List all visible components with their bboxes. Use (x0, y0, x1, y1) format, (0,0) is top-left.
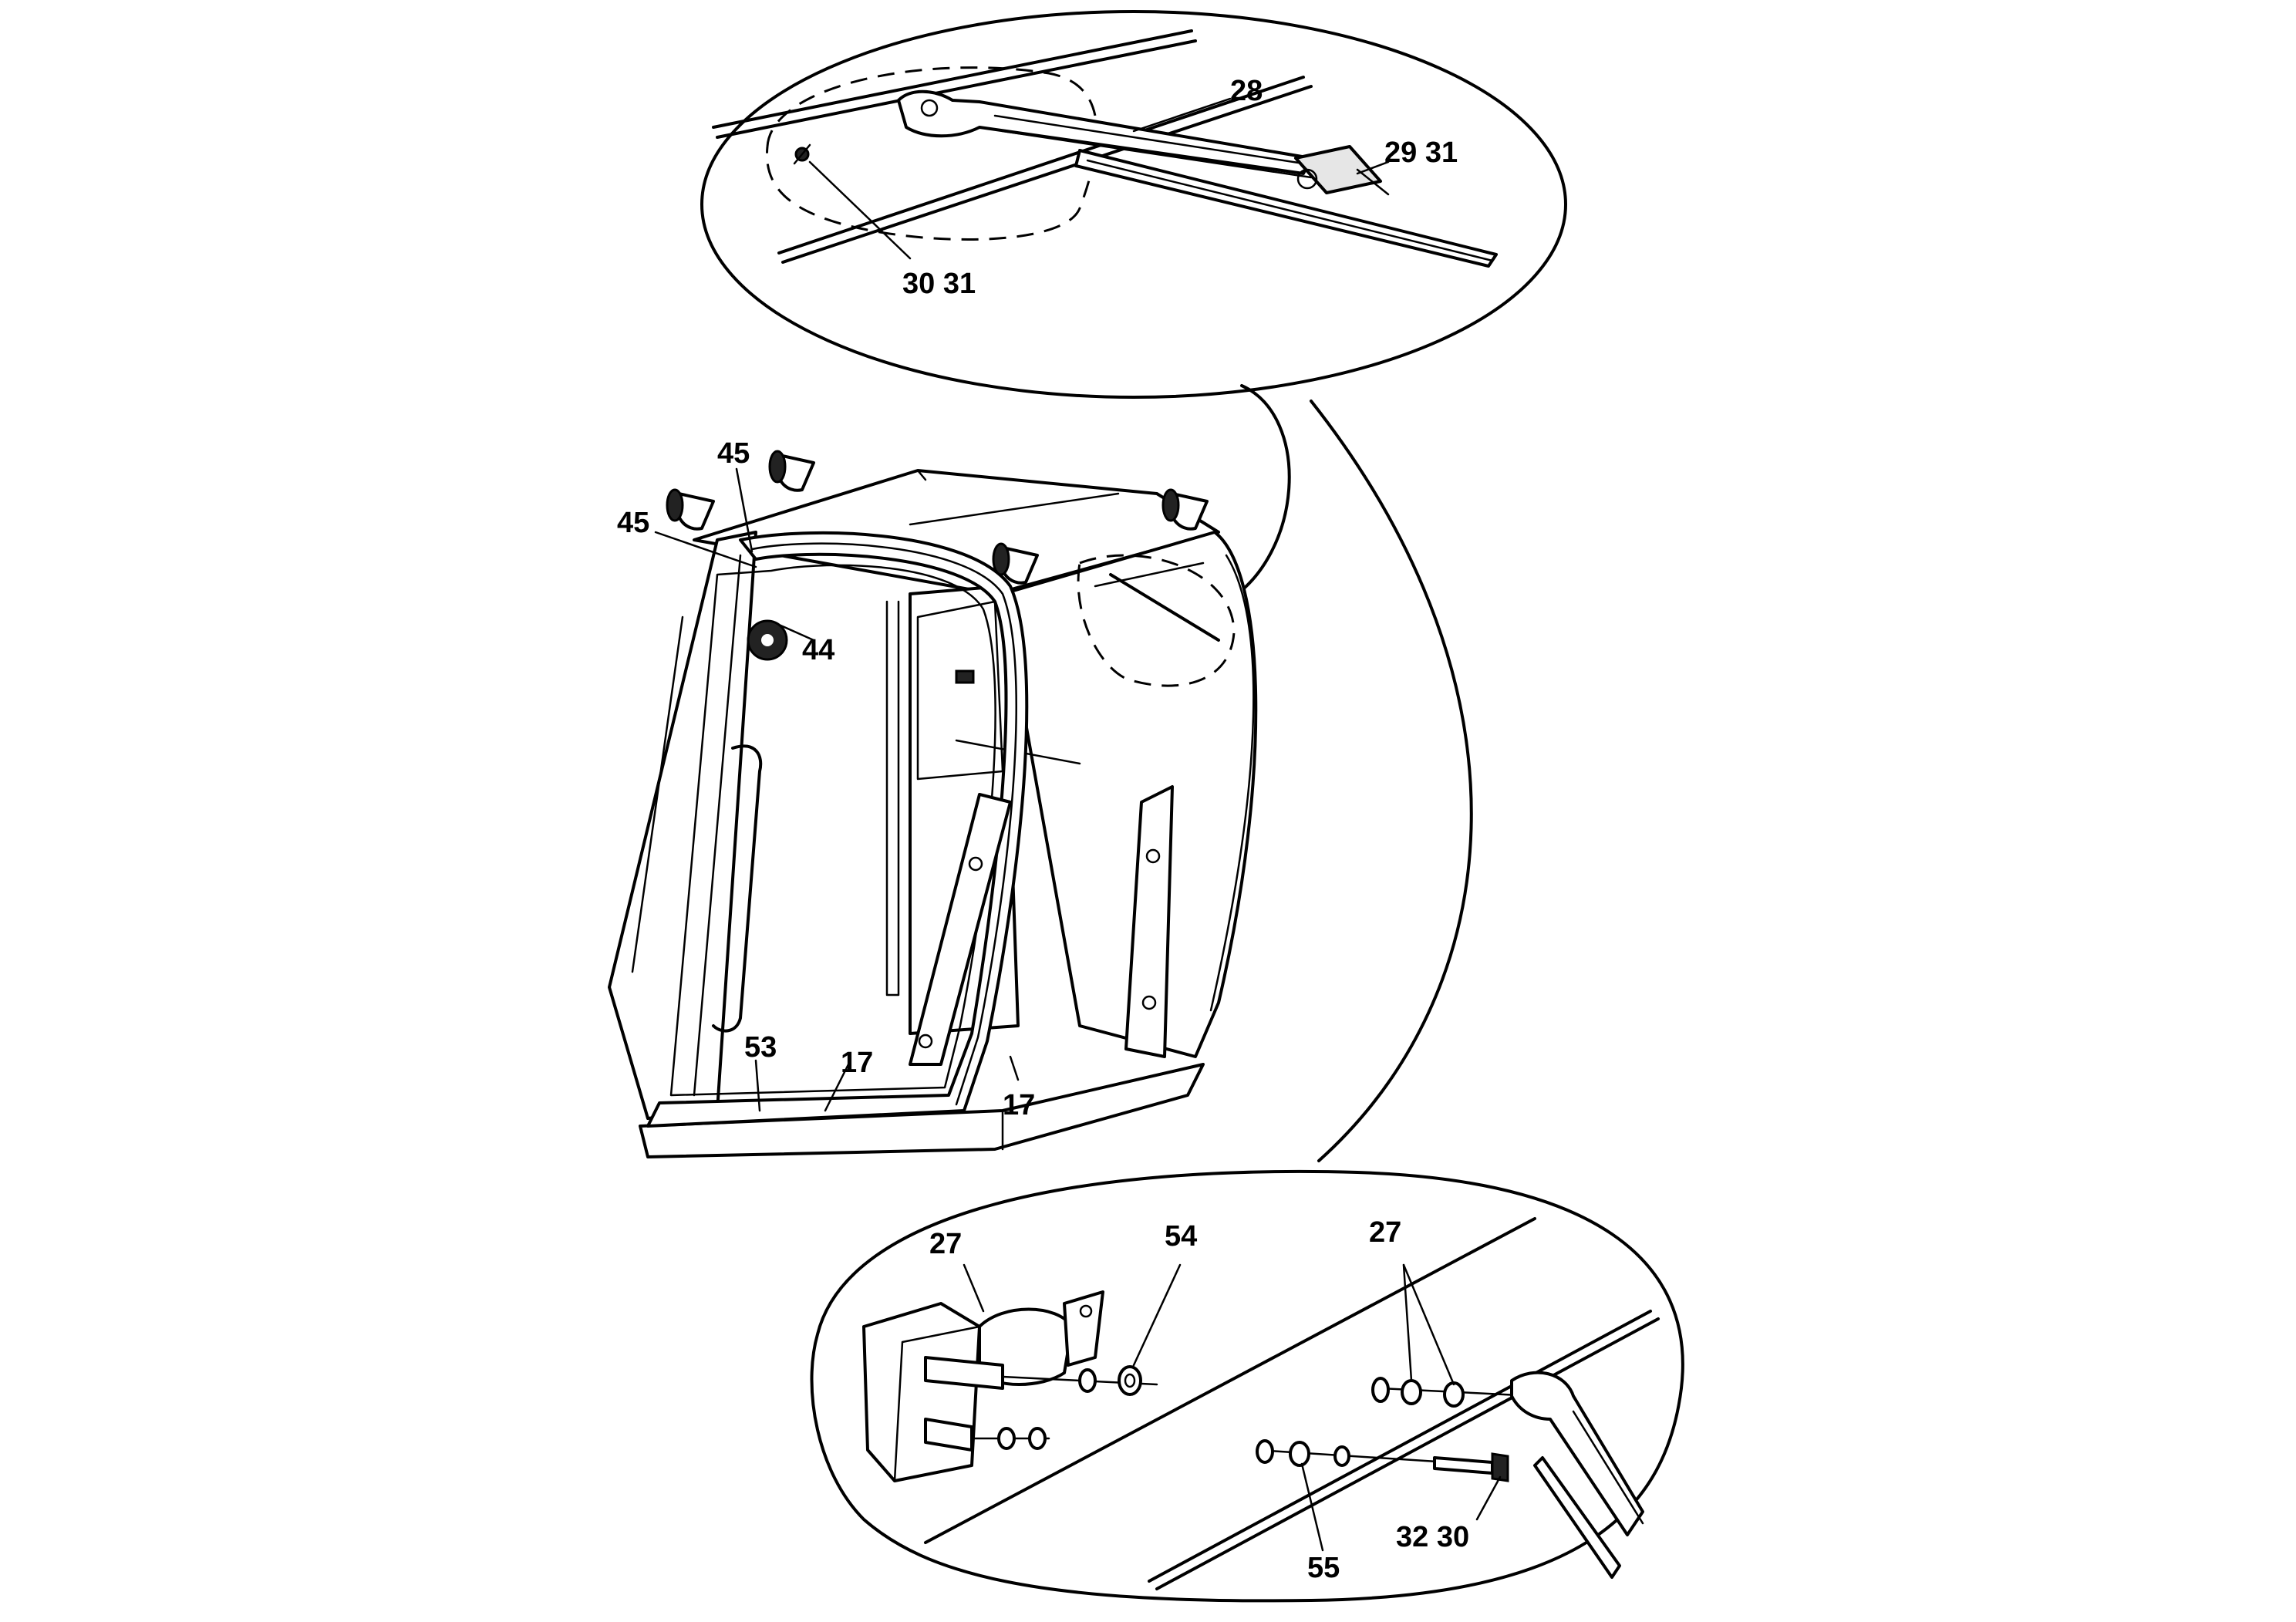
roof-edge-line (712, 29, 1193, 129)
bolt-32 (1433, 1456, 1494, 1475)
cab-rear-post (1124, 785, 1174, 1058)
small-switch (955, 669, 975, 684)
cab-wiper-zone-dashed (1077, 554, 1236, 687)
top-detail-bubble (700, 10, 1567, 399)
arm-end (1510, 1371, 1644, 1536)
callout-labels: 28 29 31 30 31 45 45 44 53 17 17 27 54 2… (617, 75, 1469, 1584)
lower-blade-end (1533, 1456, 1621, 1579)
bottom-bubble-leader (1310, 400, 1473, 1162)
windshield-glass (669, 564, 996, 1097)
motor-bracket (1063, 1290, 1104, 1367)
callout-28: 28 (1230, 75, 1263, 107)
callout-45-upper: 45 (717, 437, 750, 470)
callout-30-31: 30 31 (902, 268, 976, 300)
washer-lower-1 (997, 1427, 1016, 1450)
top-bubble-leader (1225, 384, 1291, 603)
windshield-frame (646, 531, 1029, 1128)
callout-54: 54 (1165, 1220, 1197, 1253)
work-light-4-icon (1161, 488, 1209, 531)
callout-29-31: 29 31 (1384, 137, 1458, 169)
grommet-54 (1118, 1365, 1142, 1396)
motor-shaft (924, 1356, 1004, 1390)
callout-17-outer: 17 (1003, 1089, 1035, 1121)
nut-30 (1491, 1452, 1509, 1482)
callout-44: 44 (802, 634, 834, 666)
grommet-55 (1289, 1441, 1310, 1467)
callout-27-motor: 27 (929, 1228, 962, 1260)
washer-lower-2 (1028, 1427, 1047, 1450)
cab-wiper-arm (1109, 573, 1220, 642)
washer-upper-1 (1078, 1368, 1097, 1393)
callout-55: 55 (1307, 1552, 1340, 1584)
work-light-2-icon (768, 450, 815, 492)
cab-brace (909, 793, 1012, 1066)
bottom-detail-bubble (810, 1169, 1684, 1603)
callout-45-lower: 45 (617, 507, 649, 539)
work-light-1-icon (666, 488, 715, 531)
panel-line-b (1155, 1317, 1660, 1590)
callout-17-inner: 17 (841, 1047, 873, 1079)
bottom-detail-outline (810, 1169, 1684, 1603)
top-detail-outline (700, 10, 1567, 399)
door-handle (712, 744, 763, 1033)
pivot-zone-dashed (765, 66, 1098, 241)
washer-27 (1401, 1379, 1422, 1405)
roof-seam-line (777, 76, 1305, 255)
callout-27-washers: 27 (1369, 1216, 1401, 1249)
cab-assembly (608, 450, 1258, 1158)
panel-line-a (924, 1217, 1536, 1544)
callout-32-30: 32 30 (1396, 1521, 1469, 1553)
callout-leaders (654, 97, 1502, 1552)
cab-side-panel (1001, 531, 1258, 1058)
work-light-3-icon (992, 542, 1039, 585)
wiper-blade (1074, 149, 1498, 268)
callout-53: 53 (744, 1031, 777, 1064)
